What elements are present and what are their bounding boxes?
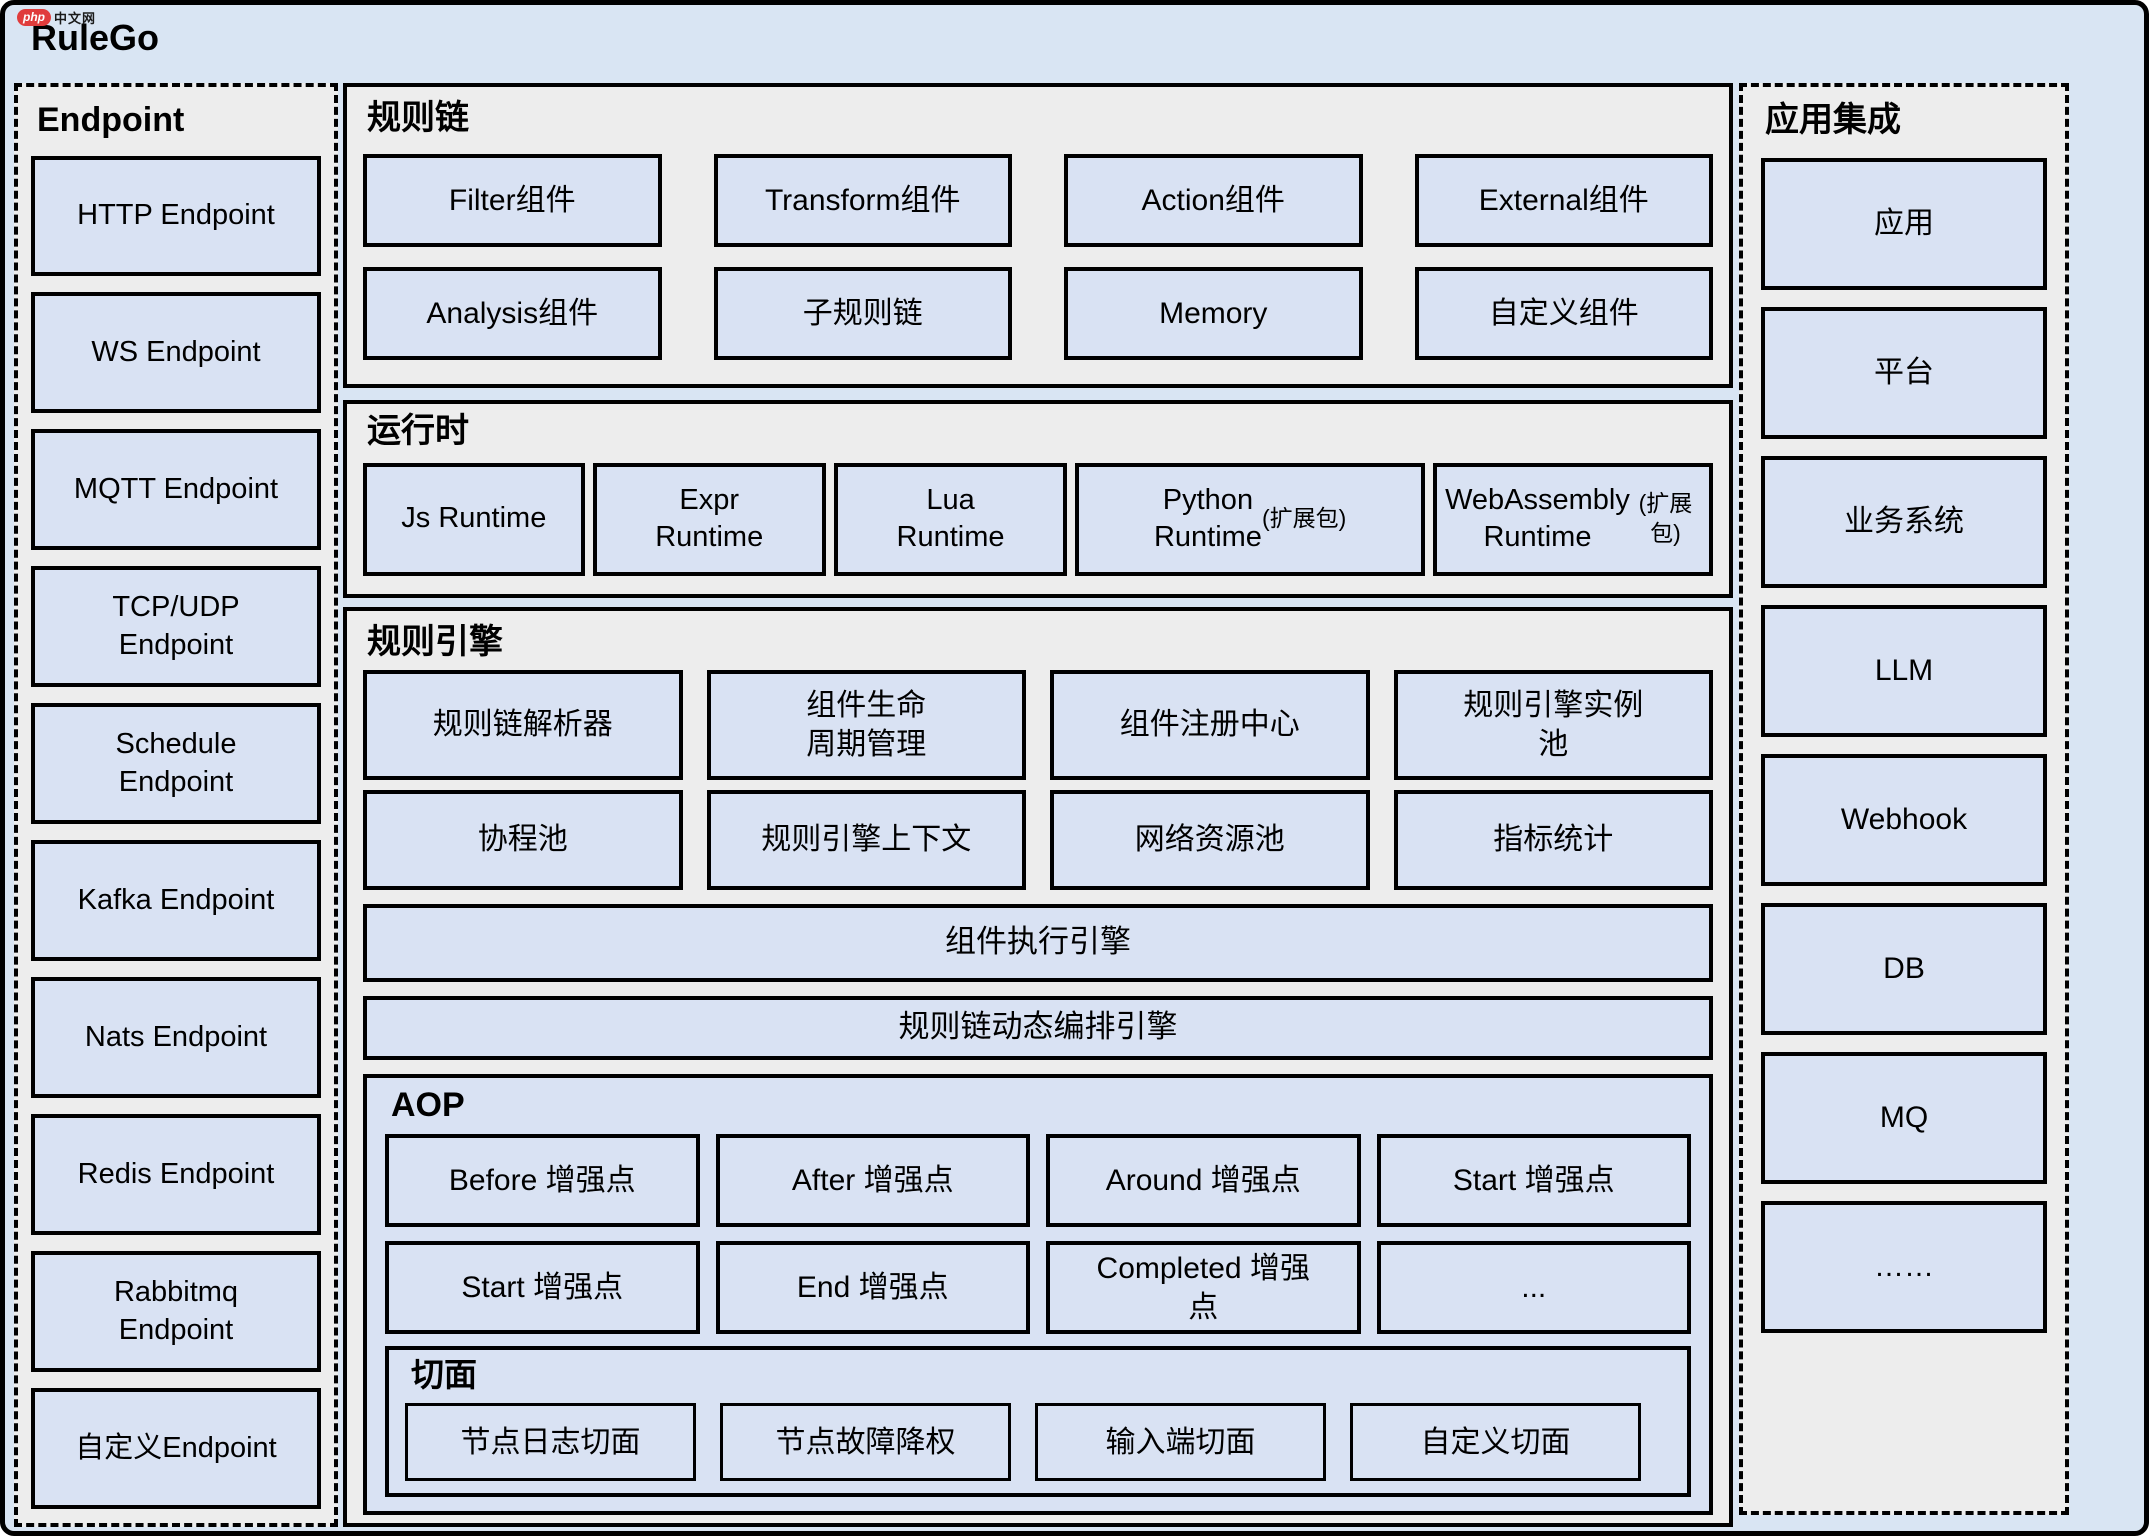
endpoint-node: WS Endpoint [31,292,321,414]
rule-engine-node: 规则引擎上下文 [706,789,1026,890]
runtime-node: WebAssembly Runtime(扩展包) [1433,462,1713,576]
aop-node: Start 增强点 [1376,1134,1691,1227]
php-logo-icon: php [17,9,51,26]
endpoint-node: Rabbitmq Endpoint [31,1251,321,1373]
aop-section: AOP Before 增强点 After 增强点 Around 增强点 Star… [363,1073,1713,1515]
runtime-section: 运行时 Js Runtime Expr Runtime Lua Runtime … [343,400,1733,598]
endpoint-node: Nats Endpoint [31,977,321,1099]
endpoint-node: Schedule Endpoint [31,703,321,825]
rule-chain-node: 自定义组件 [1414,266,1713,360]
dynamic-orchestration-engine-bar: 规则链动态编排引擎 [363,995,1713,1060]
page-title: RuleGo [31,17,160,58]
rule-engine-node: 指标统计 [1393,789,1713,890]
runtime-node: Js Runtime [363,462,585,576]
integration-node: 平台 [1761,306,2047,439]
aop-title: AOP [391,1085,465,1124]
runtime-node: Expr Runtime [592,462,826,576]
integration-node: DB [1761,902,2047,1035]
aspect-node: 自定义切面 [1350,1403,1641,1481]
rule-engine-node: 组件生命 周期管理 [706,669,1026,780]
aop-node: Before 增强点 [385,1134,700,1227]
runtime-node: Lua Runtime [833,462,1068,576]
aspect-section: 切面 节点日志切面 节点故障降权 输入端切面 自定义切面 [385,1346,1691,1497]
endpoint-node: HTTP Endpoint [31,155,321,277]
endpoint-node: MQTT Endpoint [31,429,321,551]
integration-node: …… [1761,1200,2047,1333]
endpoint-node: 自定义Endpoint [31,1388,321,1510]
aspect-node: 节点日志切面 [405,1403,696,1481]
aop-node: After 增强点 [715,1134,1030,1227]
integration-list: 应用 平台 业务系统 LLM Webhook DB MQ …… [1761,157,2047,1333]
integration-panel-title: 应用集成 [1765,101,1901,139]
aspect-node: 输入端切面 [1035,1403,1326,1481]
rule-engine-section: 规则引擎 规则链解析器 组件生命 周期管理 组件注册中心 规则引擎实例 池 协程… [343,607,1733,1527]
rule-engine-grid: 规则链解析器 组件生命 周期管理 组件注册中心 规则引擎实例 池 协程池 规则引… [363,669,1713,890]
runtime-label: Python Runtime [1153,483,1262,554]
rule-chain-grid: Filter组件 Transform组件 Action组件 External组件… [363,153,1713,360]
integration-node: Webhook [1761,753,2047,886]
endpoint-panel: Endpoint HTTP Endpoint WS Endpoint MQTT … [14,83,338,1527]
runtime-row: Js Runtime Expr Runtime Lua Runtime Pyth… [363,462,1713,576]
rule-chain-title: 规则链 [367,99,469,137]
aop-grid: Before 增强点 After 增强点 Around 增强点 Start 增强… [385,1134,1691,1334]
rule-chain-node: 子规则链 [713,266,1012,360]
component-execution-engine-bar: 组件执行引擎 [363,903,1713,982]
endpoint-panel-title: Endpoint [37,101,185,139]
rule-engine-node: 协程池 [363,789,683,890]
rule-chain-section: 规则链 Filter组件 Transform组件 Action组件 Extern… [343,83,1733,388]
aspect-row: 节点日志切面 节点故障降权 输入端切面 自定义切面 [405,1403,1641,1481]
rule-chain-node: External组件 [1414,153,1713,247]
aspect-node: 节点故障降权 [720,1403,1011,1481]
runtime-title: 运行时 [367,412,469,450]
aop-node: Around 增强点 [1046,1134,1361,1227]
rule-engine-node: 规则链解析器 [363,669,683,780]
rule-chain-node: Transform组件 [713,153,1012,247]
runtime-suffix: (扩展包) [1261,505,1347,532]
rule-engine-node: 规则引擎实例 池 [1393,669,1713,780]
integration-node: LLM [1761,604,2047,737]
endpoint-node: TCP/UDP Endpoint [31,566,321,688]
rule-engine-node: 网络资源池 [1050,789,1370,890]
rule-engine-node: 组件注册中心 [1050,669,1370,780]
runtime-label: Js Runtime [401,502,547,535]
endpoint-node: Kafka Endpoint [31,840,321,962]
endpoint-node: Redis Endpoint [31,1114,321,1236]
endpoint-list: HTTP Endpoint WS Endpoint MQTT Endpoint … [31,155,321,1510]
rule-chain-node: Action组件 [1064,153,1363,247]
runtime-label: Expr Runtime [655,483,764,554]
runtime-label: WebAssembly Runtime [1445,483,1630,554]
aspect-title: 切面 [411,1356,477,1393]
integration-node: 应用 [1761,157,2047,290]
site-logo-text: 中文网 [54,11,97,26]
site-logo: php 中文网 [17,8,96,27]
integration-node: MQ [1761,1051,2047,1184]
integration-node: 业务系统 [1761,455,2047,588]
runtime-label: Lua Runtime [896,483,1005,554]
integration-panel: 应用集成 应用 平台 业务系统 LLM Webhook DB MQ …… [1739,83,2069,1515]
rule-chain-node: Memory [1064,266,1363,360]
aop-node: Completed 增强 点 [1046,1241,1361,1334]
aop-node: End 增强点 [715,1241,1030,1334]
rule-chain-node: Analysis组件 [363,266,662,360]
rule-chain-node: Filter组件 [363,153,662,247]
aop-node: Start 增强点 [385,1241,700,1334]
rule-engine-title: 规则引擎 [367,623,503,661]
runtime-suffix: (扩展包) [1638,490,1693,547]
aop-node: ... [1376,1241,1691,1334]
runtime-node: Python Runtime(扩展包) [1075,462,1426,576]
